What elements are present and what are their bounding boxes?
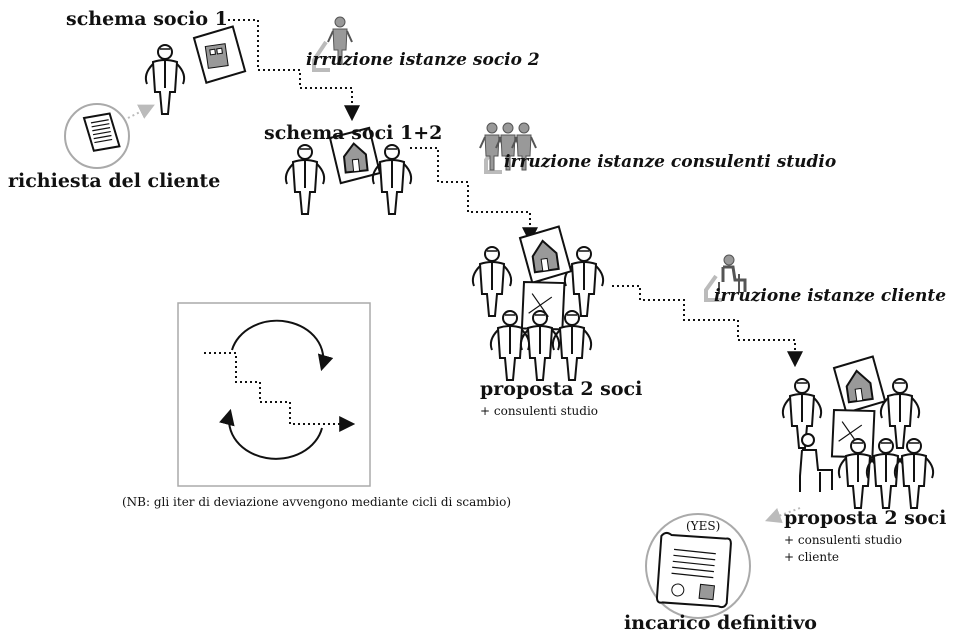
socio1-figure-icon — [144, 44, 186, 115]
label-irruzione-socio-2: irruzione istanze socio 2 — [306, 50, 540, 70]
house-plan-icon — [328, 126, 382, 185]
label-schema-socio-1: schema socio 1 — [66, 8, 228, 30]
label-irruzione-consulenti: irruzione istanze consulenti studio — [504, 152, 837, 172]
label-proposta-b-sub2: + cliente — [784, 550, 840, 564]
cycle-arrows-icon — [204, 319, 356, 460]
seated-client-icon — [718, 254, 747, 294]
label-richiesta-del-cliente: richiesta del cliente — [8, 170, 221, 192]
label-yes: (YES) — [686, 519, 721, 533]
irruption-arrow-socio2 — [312, 40, 330, 72]
soci-1-2-left-figure-icon — [284, 144, 326, 215]
label-irruzione-cliente: irruzione istanze cliente — [714, 286, 947, 306]
label-nb-note: (NB: gli iter di deviazione avvengono me… — [122, 495, 512, 509]
proposta-b-group-icon — [781, 354, 935, 509]
proposta-a-group-icon — [471, 224, 605, 381]
irruption-arrow-cliente — [704, 274, 722, 302]
label-proposta-a-sub: + consulenti studio — [480, 404, 599, 418]
label-schema-soci-1-2: schema soci 1+2 — [264, 122, 443, 144]
cycle-box — [177, 302, 371, 487]
flow-path-2 — [410, 147, 538, 244]
soci-1-2-right-figure-icon — [371, 144, 413, 215]
schema-socio1-sheet-icon — [192, 24, 247, 85]
incarico-arrow — [765, 507, 801, 523]
flow-path-1 — [228, 19, 360, 122]
label-proposta-b-sub1: + consulenti studio — [784, 533, 903, 547]
contract-icon — [655, 531, 732, 609]
label-proposta-2-soci-b: proposta 2 soci — [784, 507, 947, 529]
richiesta-arrow — [127, 104, 155, 119]
label-proposta-2-soci-a: proposta 2 soci — [480, 378, 643, 400]
label-incarico-definitivo: incarico definitivo — [624, 612, 817, 634]
flow-path-3 — [612, 285, 803, 368]
document-icon — [82, 112, 121, 152]
